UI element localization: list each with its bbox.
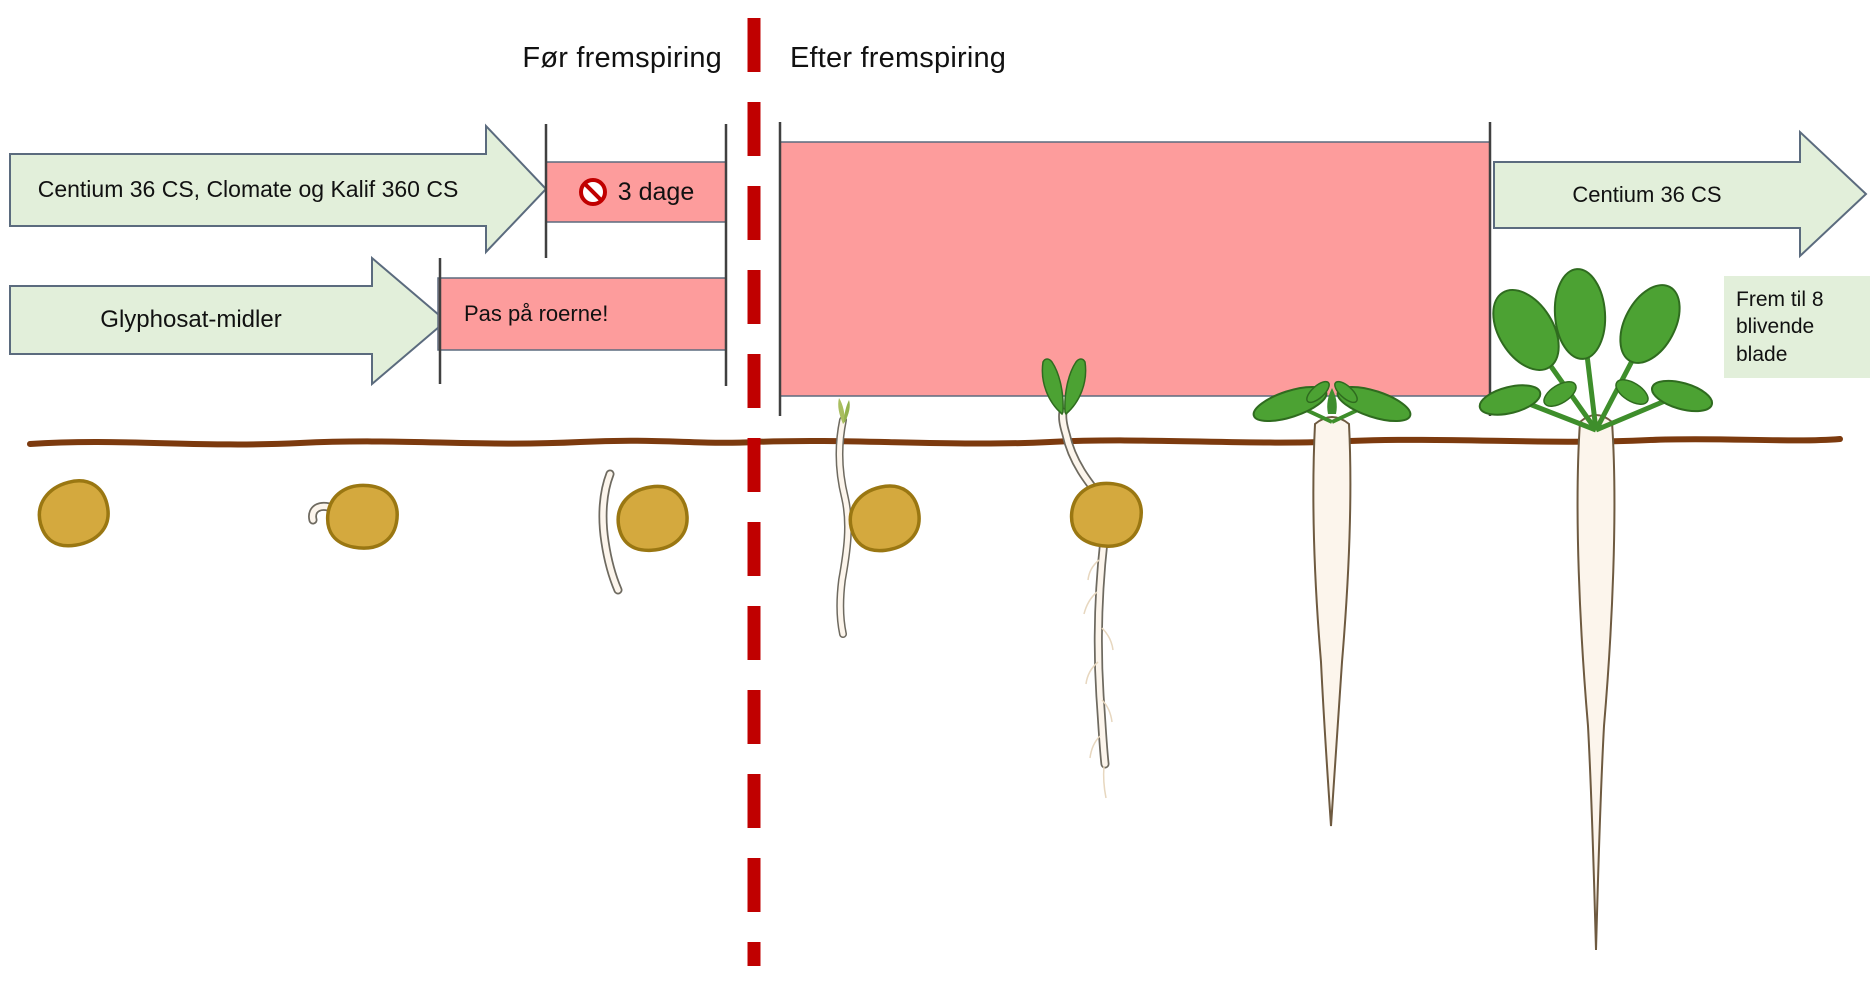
seed-stage-1 bbox=[31, 473, 116, 554]
pre-emergence-arrow-label: Centium 36 CS, Clomate og Kalif 360 CS bbox=[37, 176, 459, 202]
plant-stage-6 bbox=[1252, 380, 1412, 827]
glyphosat-arrow bbox=[9, 255, 448, 387]
phase-label-before: Før fremspiring bbox=[522, 42, 722, 74]
prohibition-icon bbox=[578, 178, 607, 206]
post-emergence-arrow bbox=[1493, 129, 1868, 259]
timeline-bars bbox=[9, 122, 1868, 416]
phase-label-after: Efter fremspiring bbox=[790, 42, 1007, 74]
seed-stage-2 bbox=[308, 478, 403, 555]
seedling-stage-4 bbox=[835, 398, 926, 638]
post-emergence-arrow-label: Centium 36 CS bbox=[1572, 182, 1722, 207]
beet-warning-box bbox=[437, 277, 727, 351]
pre-emergence-arrow bbox=[9, 123, 548, 255]
plant-stage-7 bbox=[1478, 268, 1714, 951]
seedling-stage-5 bbox=[1041, 358, 1148, 799]
beet-warning-label: Pas på roerne! bbox=[438, 278, 726, 350]
beet-warning-text: Pas på roerne! bbox=[464, 301, 609, 326]
soil-line bbox=[27, 436, 1843, 448]
wait-badge: 3 dage bbox=[546, 162, 726, 222]
leaf-stage-note: Frem til 8 blivende blade bbox=[1724, 276, 1870, 378]
glyphosat-arrow-label: Glyphosat-midler bbox=[100, 306, 282, 333]
no-spray-period-box bbox=[779, 141, 1491, 397]
seed-stage-3 bbox=[598, 469, 692, 595]
wait-badge-label: 3 dage bbox=[617, 177, 695, 206]
